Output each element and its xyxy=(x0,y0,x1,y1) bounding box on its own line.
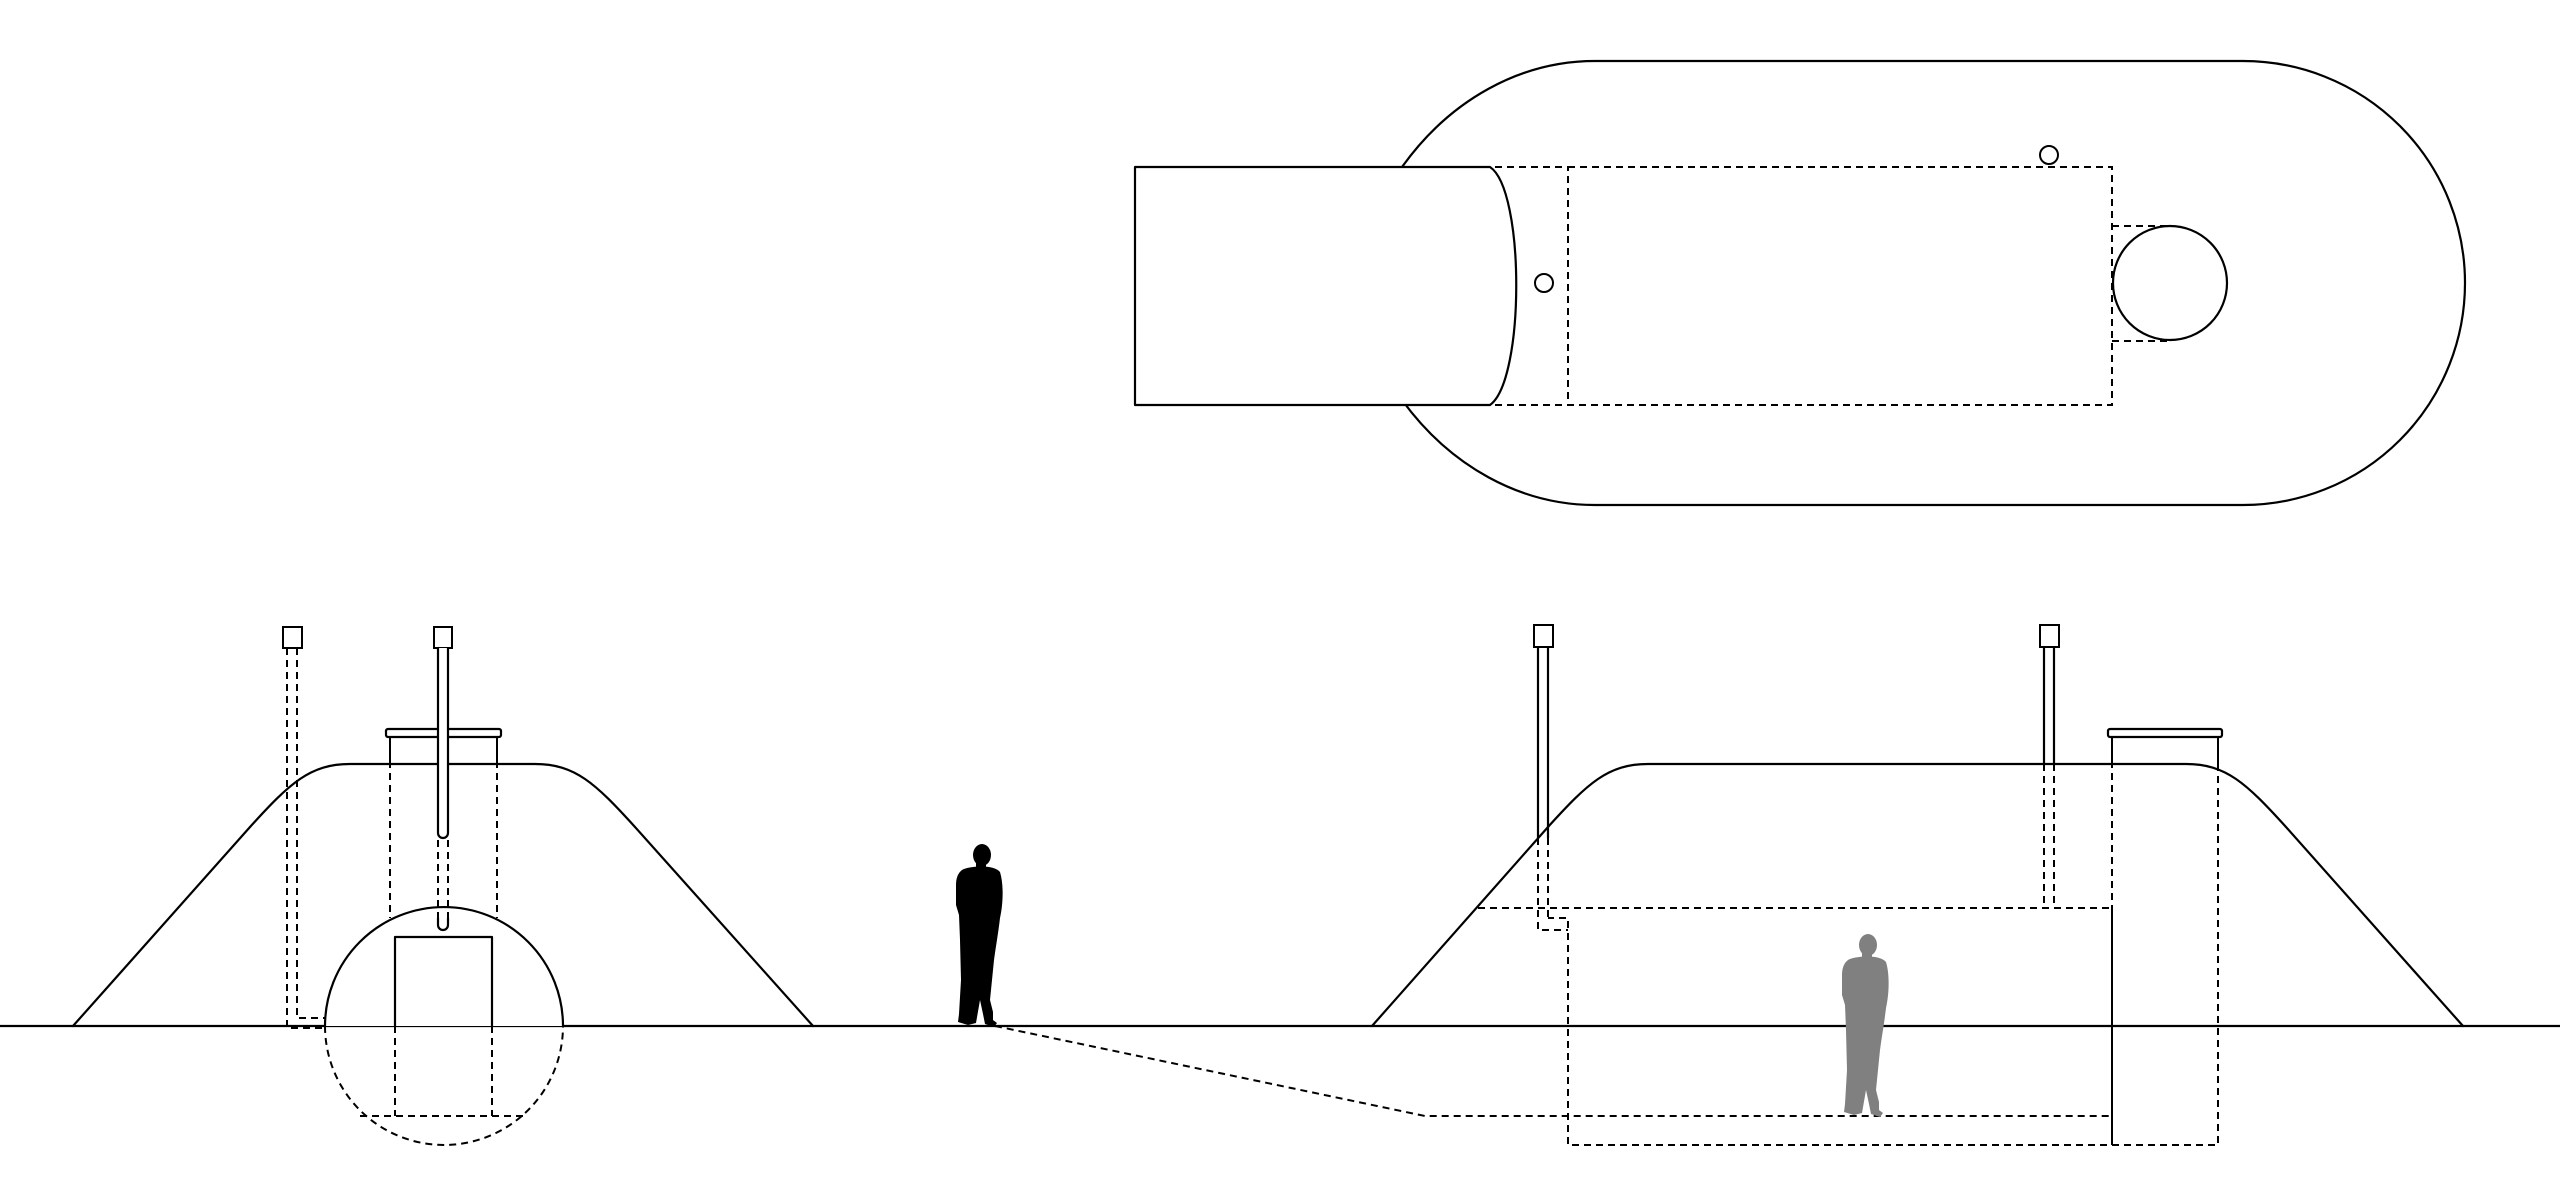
cross-section-vent-pipe-a-buried xyxy=(437,840,449,925)
standing-person-silhouette xyxy=(956,844,1003,1027)
plan-hidden-chamber xyxy=(1567,166,2113,406)
cross-section-vent-cap-a xyxy=(433,626,453,649)
longitudinal-section-vent-pipe-b xyxy=(2042,645,2056,766)
longitudinal-section-mound xyxy=(1370,762,2465,1028)
cross-section-view xyxy=(71,626,815,1146)
longitudinal-section-view xyxy=(1370,624,2465,1146)
cross-section-vent-pipe-a-end xyxy=(436,916,450,932)
standing-person-silhouette-underground xyxy=(1842,934,1889,1117)
longitudinal-section-vent-pipe-a xyxy=(1536,645,1550,840)
plan-entrance-block xyxy=(1133,165,1518,407)
cross-section-vent-pipe-b xyxy=(286,648,325,1029)
longitudinal-section-vent-cap-b xyxy=(2039,624,2060,648)
longitudinal-section-vent-pipe-b-buried xyxy=(2043,764,2055,908)
longitudinal-section-vent-cap-a xyxy=(1533,624,1554,648)
longitudinal-section-hatch-cover xyxy=(2106,727,2224,739)
cross-section-pipe-lower xyxy=(324,1025,564,1146)
plan-view xyxy=(1133,59,2467,507)
cross-section-pipe-upper xyxy=(323,905,565,1028)
plan-mound-outline xyxy=(1400,59,2467,507)
longitudinal-section-hatch-shaft xyxy=(2111,737,2219,1146)
plan-hatch-circle xyxy=(2111,224,2229,342)
longitudinal-section-chamber xyxy=(1478,907,2113,1146)
cross-section-door-solid xyxy=(393,935,494,1028)
underground-passage-line xyxy=(994,1025,2112,1117)
longitudinal-section-vent-pipe-a-buried xyxy=(1537,838,1568,931)
plan-vent-pipe-circle-b xyxy=(2039,145,2059,165)
cross-section-vent-pipe-a xyxy=(436,646,450,840)
cross-section-vent-cap-b xyxy=(282,626,303,649)
plan-vent-pipe-circle-a xyxy=(1534,273,1554,293)
